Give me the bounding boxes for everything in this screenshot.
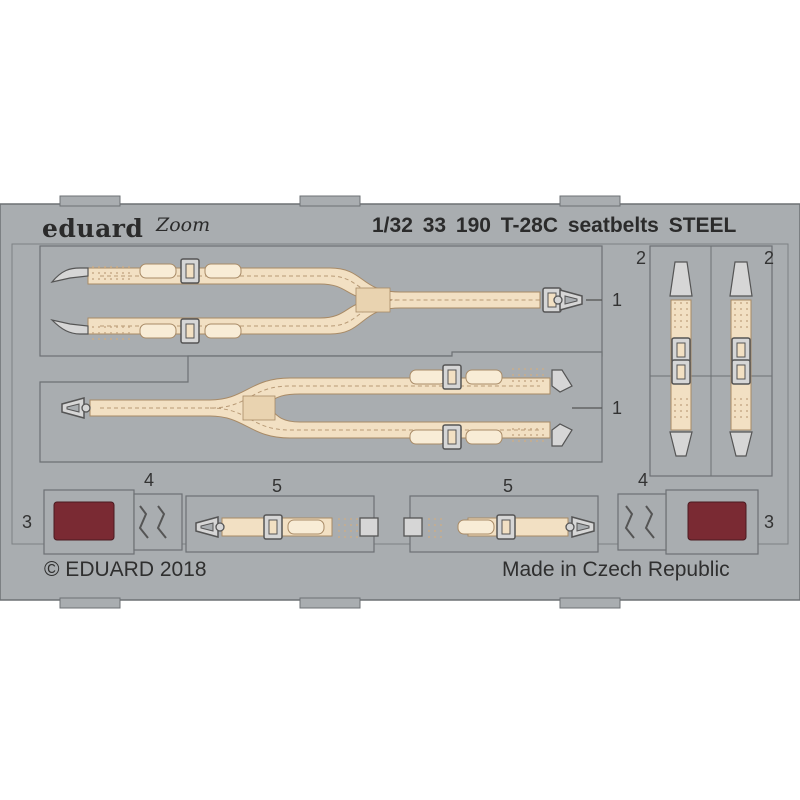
shoulder-straps	[649, 245, 773, 477]
product-name: T-28C seatbelts STEEL	[500, 214, 737, 237]
belt-set-lower	[39, 351, 603, 463]
origin-text: Made in Czech Republic	[502, 558, 730, 581]
product-title: 1/32 33 190 T-28C seatbelts STEEL	[372, 214, 736, 238]
part-number-2-right: 2	[764, 248, 775, 268]
part-number-3-left: 3	[22, 512, 33, 532]
part-number-2-left: 2	[636, 248, 647, 268]
belt-set-upper	[39, 245, 603, 357]
brand-logo: eduard	[42, 214, 144, 243]
copyright-text: © EDUARD 2018	[44, 558, 207, 581]
part-number-1-upper: 1	[612, 290, 623, 310]
catalog-number: 33 190	[422, 214, 491, 237]
part-number-5-right: 5	[503, 476, 514, 496]
scale-label: 1/32	[372, 214, 413, 237]
part-number-4-left: 4	[144, 470, 155, 490]
part-number-4-right: 4	[638, 470, 649, 490]
part-number-5-left: 5	[272, 476, 283, 496]
part-number-1-lower: 1	[612, 398, 623, 418]
part-number-3-right: 3	[764, 512, 775, 532]
bottom-parts	[43, 489, 759, 555]
zoom-series-logo: Zoom	[156, 214, 211, 236]
